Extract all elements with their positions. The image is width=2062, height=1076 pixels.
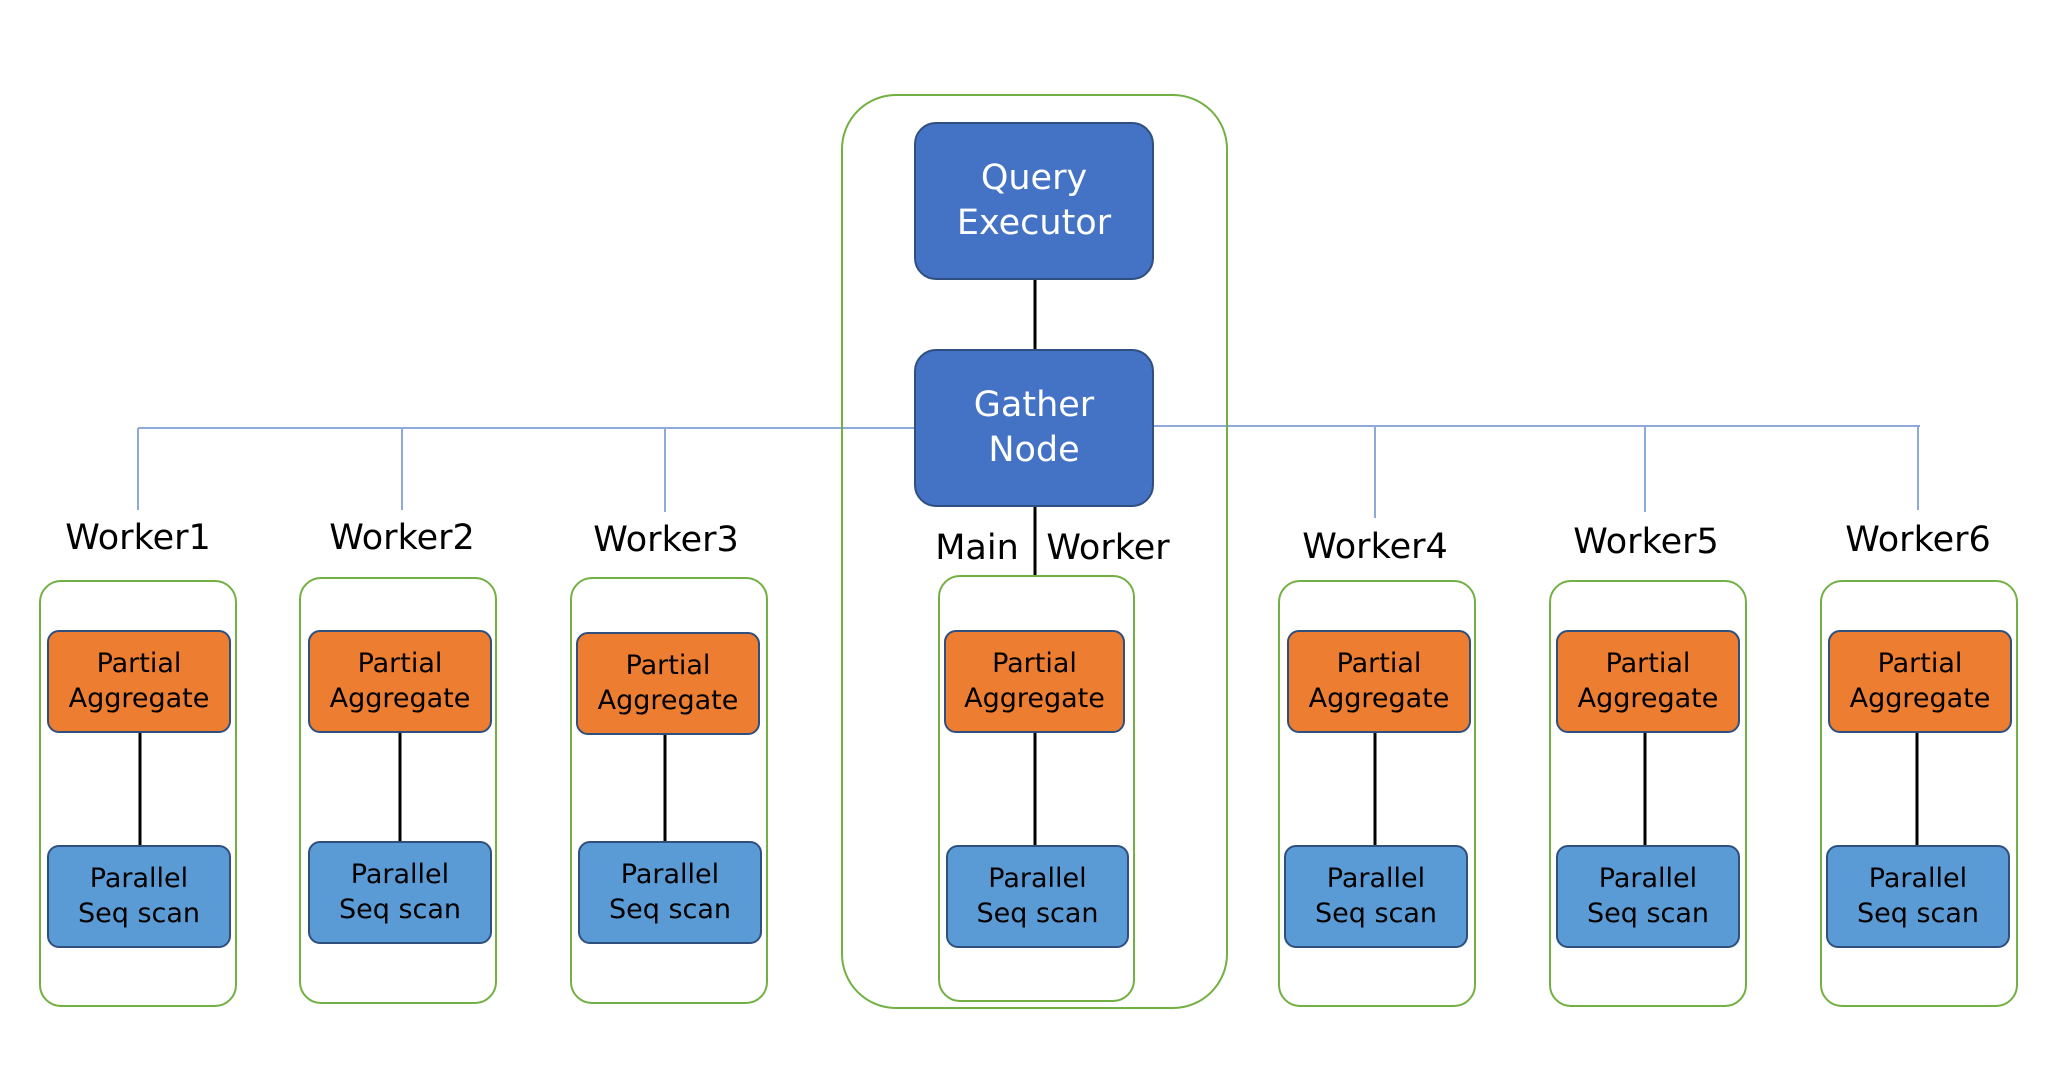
main-worker-label: Worker [1046,528,1170,568]
main-worker-aggregate-node: Partial Aggregate [944,630,1125,733]
worker6-aggregate-node: Partial Aggregate [1828,630,2012,733]
worker1-scan-node: Parallel Seq scan [47,845,231,948]
worker5-label: Worker5 [1573,522,1719,562]
worker3-aggregate-node: Partial Aggregate [576,632,760,735]
coordinator-group [841,94,1228,1009]
worker1-label: Worker1 [65,518,211,558]
worker3-scan-node: Parallel Seq scan [578,841,762,944]
main-label: Main [935,528,1019,568]
main-worker-scan-node: Parallel Seq scan [946,845,1129,948]
worker5-aggregate-node: Partial Aggregate [1556,630,1740,733]
gather-node: Gather Node [914,349,1154,507]
worker4-scan-node: Parallel Seq scan [1284,845,1468,948]
worker2-aggregate-node: Partial Aggregate [308,630,492,733]
worker4-aggregate-node: Partial Aggregate [1287,630,1471,733]
worker4-group [1278,580,1476,1007]
worker2-scan-node: Parallel Seq scan [308,841,492,944]
worker2-group [299,577,497,1004]
worker3-group [570,577,768,1004]
worker4-label: Worker4 [1302,527,1448,567]
worker1-group [39,580,237,1007]
worker6-scan-node: Parallel Seq scan [1826,845,2010,948]
worker5-group [1549,580,1747,1007]
worker3-label: Worker3 [593,520,739,560]
worker6-group [1820,580,2018,1007]
worker5-scan-node: Parallel Seq scan [1556,845,1740,948]
worker6-label: Worker6 [1845,520,1991,560]
worker2-label: Worker2 [329,518,475,558]
main-worker-group [938,575,1135,1002]
worker1-aggregate-node: Partial Aggregate [47,630,231,733]
query-executor-node: Query Executor [914,122,1154,280]
